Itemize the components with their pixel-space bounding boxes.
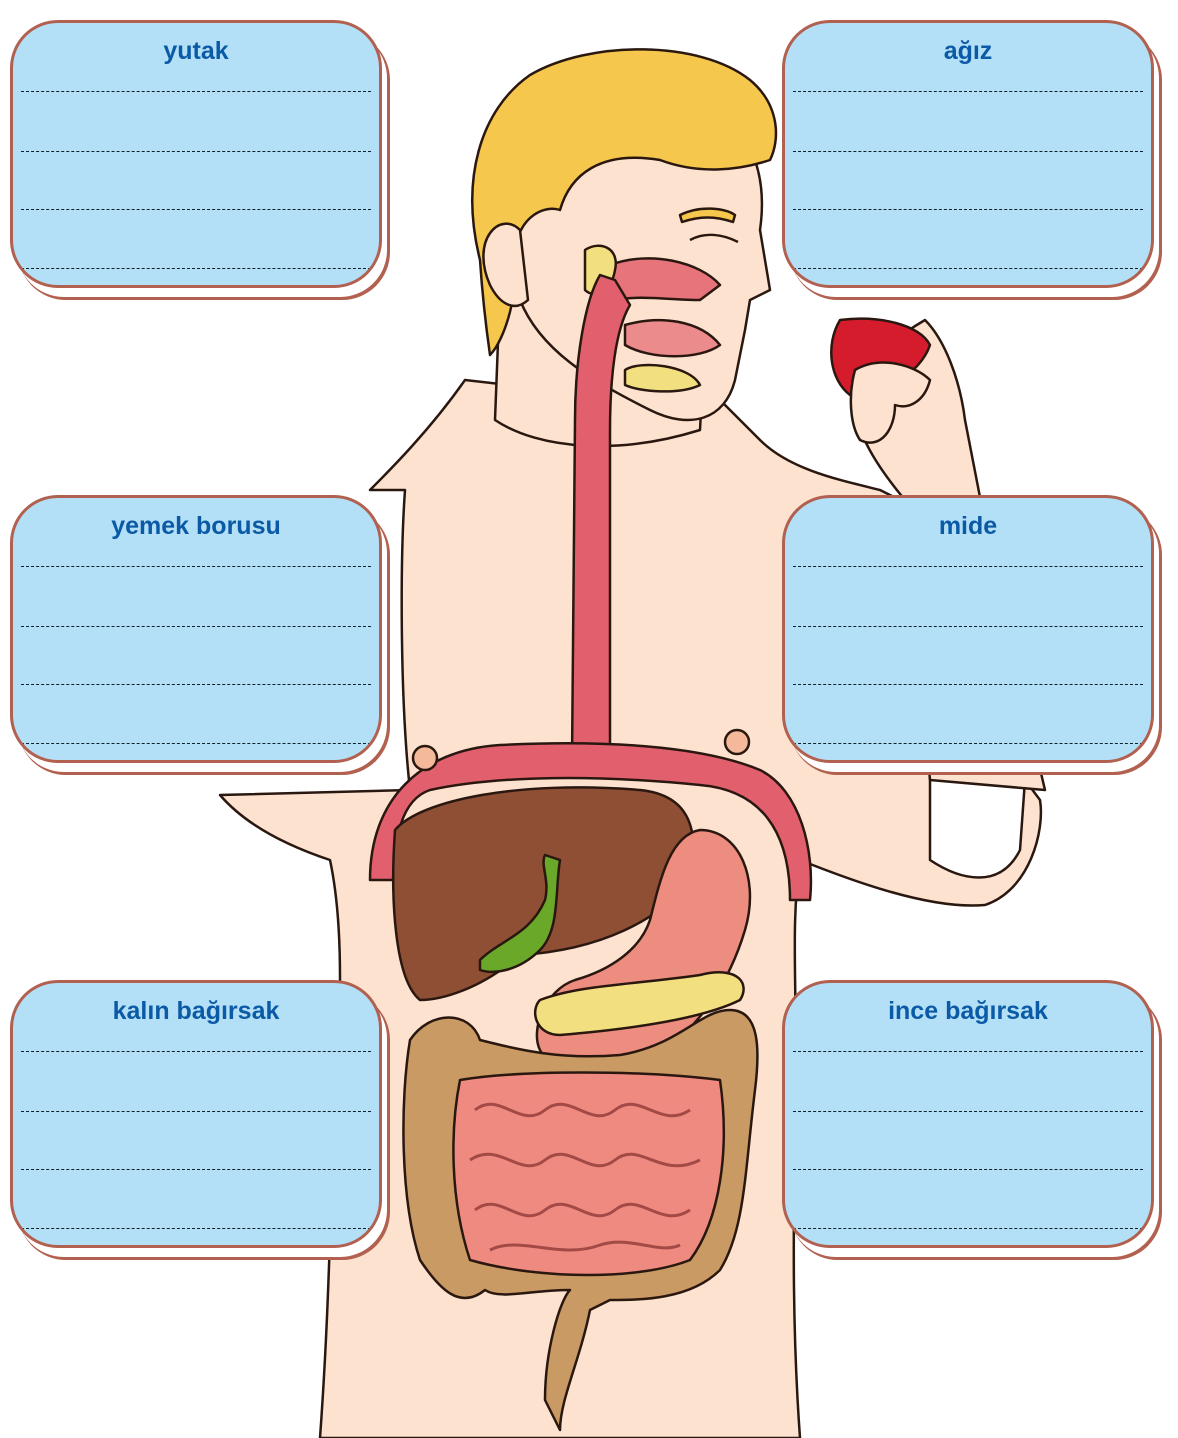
answer-line[interactable] [793,566,1143,567]
label-box-mide: mide [782,495,1154,763]
label-yemek-borusu: yemek borusu [13,512,379,541]
label-mide: mide [785,512,1151,541]
answer-line[interactable] [793,1111,1143,1112]
label-ince-bagirsak: ince bağırsak [785,997,1151,1026]
answer-line[interactable] [793,1169,1143,1170]
answer-line[interactable] [793,1228,1143,1229]
answer-line[interactable] [21,626,371,627]
answer-line[interactable] [21,91,371,92]
answer-line[interactable] [793,268,1143,269]
label-yutak: yutak [13,37,379,66]
answer-line[interactable] [793,743,1143,744]
label-kalin-bagirsak: kalın bağırsak [13,997,379,1026]
answer-line[interactable] [21,1169,371,1170]
answer-line[interactable] [21,1228,371,1229]
answer-line[interactable] [21,684,371,685]
answer-line[interactable] [21,566,371,567]
label-agiz: ağız [785,37,1151,66]
answer-line[interactable] [21,743,371,744]
label-box-kalin-bagirsak: kalın bağırsak [10,980,382,1248]
answer-line[interactable] [793,684,1143,685]
nipple-right [725,730,749,754]
answer-line[interactable] [21,209,371,210]
answer-line[interactable] [793,1051,1143,1052]
answer-line[interactable] [793,151,1143,152]
nipple-left [413,746,437,770]
label-box-agiz: ağız [782,20,1154,288]
answer-line[interactable] [21,1111,371,1112]
answer-line[interactable] [21,1051,371,1052]
label-box-ince-bagirsak: ince bağırsak [782,980,1154,1248]
label-box-yemek-borusu: yemek borusu [10,495,382,763]
answer-line[interactable] [793,626,1143,627]
answer-line[interactable] [793,91,1143,92]
small-intestine [453,1073,723,1276]
label-box-yutak: yutak [10,20,382,288]
answer-line[interactable] [793,209,1143,210]
answer-line[interactable] [21,268,371,269]
answer-line[interactable] [21,151,371,152]
